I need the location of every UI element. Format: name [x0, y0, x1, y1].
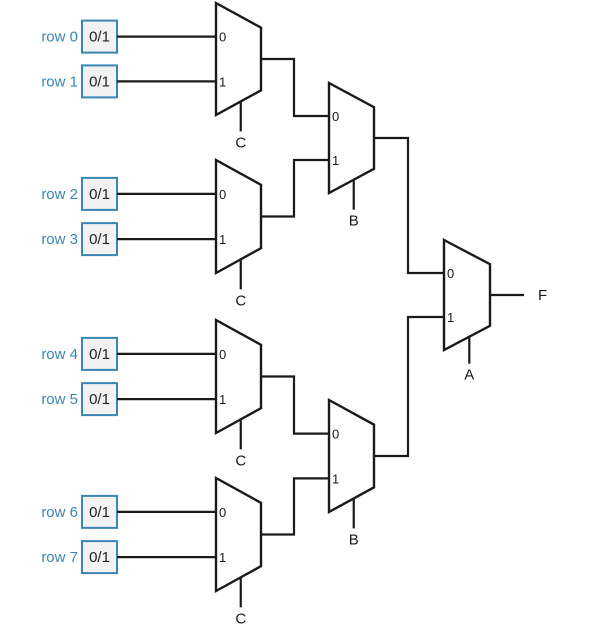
select-label-stage1: C: [235, 610, 246, 627]
wire: [261, 57, 329, 118]
pin-0-label: 0: [219, 187, 226, 202]
pin-0-label: 0: [219, 505, 226, 520]
mux-stage1-0: [214, 0, 263, 118]
wire: [261, 375, 329, 435]
input-value-5: 0/1: [89, 391, 110, 408]
input-box-3: [81, 222, 118, 257]
select-label-stage1: C: [235, 292, 246, 309]
select-label-stage1: C: [235, 452, 246, 469]
select-label-stage1: C: [235, 134, 246, 151]
pin-0-label: 0: [332, 427, 339, 442]
pin-1-label: 1: [219, 232, 226, 247]
row-label-6: row 6: [41, 504, 78, 521]
input-box-6: [81, 494, 118, 529]
input-value-2: 0/1: [89, 186, 110, 203]
input-value-6: 0/1: [89, 504, 110, 521]
mux-stage3: [442, 238, 492, 352]
pin-1-label: 1: [219, 550, 226, 565]
row-label-3: row 3: [41, 231, 78, 248]
row-label-2: row 2: [41, 186, 78, 203]
input-box-0: [81, 19, 118, 54]
row-label-5: row 5: [41, 391, 78, 408]
mux-stage1-1: [214, 157, 263, 276]
input-value-1: 0/1: [89, 73, 110, 90]
input-value-4: 0/1: [89, 346, 110, 363]
select-label-stage2: B: [349, 213, 359, 230]
pin-0-label: 0: [332, 109, 339, 124]
pin-1-label: 1: [332, 153, 339, 168]
input-value-7: 0/1: [89, 549, 110, 566]
wire: [261, 477, 329, 536]
wire: [374, 136, 444, 275]
pin-0-label: 0: [219, 30, 226, 45]
mux-stage1-2: [214, 317, 263, 436]
pin-1-label: 1: [219, 74, 226, 89]
select-label-stage2: B: [349, 531, 359, 548]
row-label-4: row 4: [41, 346, 78, 363]
pin-0-label: 0: [447, 266, 454, 281]
pin-1-label: 1: [447, 310, 454, 325]
pin-0-label: 0: [219, 347, 226, 362]
input-value-0: 0/1: [89, 29, 110, 46]
input-box-5: [81, 382, 118, 417]
pin-1-label: 1: [219, 392, 226, 407]
row-label-7: row 7: [41, 549, 78, 566]
mux-stage2-1: [327, 397, 376, 515]
wire: [261, 158, 329, 218]
row-label-1: row 1: [41, 73, 78, 90]
mux-stage2-0: [327, 80, 376, 196]
row-label-0: row 0: [41, 29, 78, 46]
input-value-3: 0/1: [89, 231, 110, 248]
select-label-stage3: A: [464, 367, 474, 384]
pin-1-label: 1: [332, 471, 339, 486]
mux-stage1-3: [214, 475, 263, 594]
wire: [374, 315, 444, 458]
output-label: F: [538, 287, 547, 304]
